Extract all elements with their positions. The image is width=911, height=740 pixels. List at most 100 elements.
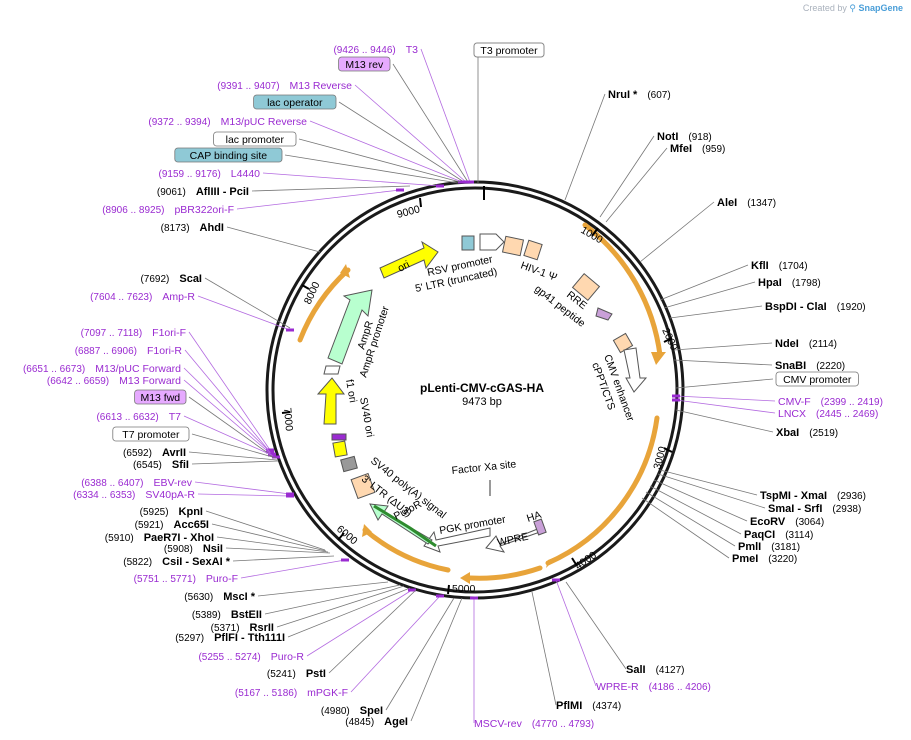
pflmi-label: PflMI(4374) bbox=[556, 700, 621, 712]
smai-srfi-text: SmaI - SrfI(2938) bbox=[768, 503, 861, 515]
pmei-text: PmeI(3220) bbox=[732, 553, 797, 565]
mfei-label: MfeI(959) bbox=[670, 143, 725, 155]
credit-brand: SnapGene bbox=[858, 3, 903, 13]
wpre-r-position: (4186 .. 4206) bbox=[649, 682, 711, 693]
feat-f1-ori: f1 ori bbox=[343, 378, 359, 403]
t3-label: (9426 .. 9446)T3 bbox=[333, 44, 418, 56]
ndei-label: NdeI(2114) bbox=[775, 338, 837, 350]
rsv-promoter-strip bbox=[461, 235, 475, 251]
pmei-label: PmeI(3220) bbox=[732, 553, 797, 565]
cap-binding-site-label: CAP binding site bbox=[174, 147, 283, 163]
xbai-text: XbaI(2519) bbox=[776, 427, 838, 439]
mpgk-f-primer-mark bbox=[436, 594, 444, 598]
outer-labels: NruI *(607)NotI(918)MfeI(959)AleI(1347)K… bbox=[23, 44, 883, 730]
m13-reverse-position: (9391 .. 9407) bbox=[217, 81, 279, 92]
tick-7000: 7000 bbox=[281, 407, 295, 431]
bsteii-position: (5389) bbox=[192, 610, 221, 621]
wpre-arrow bbox=[485, 527, 541, 553]
nsii-leader bbox=[225, 547, 331, 554]
pmli-label: PmlI (3181) bbox=[738, 541, 800, 553]
tick-1000: 1000 bbox=[579, 224, 605, 246]
noti-label: NotI(918) bbox=[657, 131, 712, 143]
alei-name: AleI bbox=[717, 197, 737, 209]
csii-sexai-label: (5822)CsiI - SexAI * bbox=[123, 556, 230, 568]
l4440-name: L4440 bbox=[231, 168, 260, 180]
nrui-position: (607) bbox=[647, 90, 670, 101]
t3-leader bbox=[420, 48, 471, 183]
ahdi-name: AhdI bbox=[200, 222, 224, 234]
wpre-r-leader bbox=[555, 579, 597, 687]
sfii-label: (6545)SfiI bbox=[133, 459, 189, 471]
orange-arcs bbox=[297, 222, 663, 581]
mpgk-f-name: mPGK-F bbox=[307, 687, 348, 699]
agei-position: (4845) bbox=[345, 717, 374, 728]
arc-8000-9000 bbox=[297, 267, 351, 343]
m13-fwd-leader bbox=[188, 396, 273, 457]
sv40pa-r-position: (6334 .. 6353) bbox=[73, 490, 135, 501]
tick-5000: 5000 bbox=[452, 583, 476, 595]
t7-leader bbox=[183, 415, 277, 458]
mfei-text: MfeI(959) bbox=[670, 143, 725, 155]
spei-text: (4980)SpeI bbox=[321, 705, 383, 717]
sv40-ori-box bbox=[332, 440, 348, 458]
bsteii-text: (5389)BstEII bbox=[192, 609, 262, 621]
sfii-leader bbox=[191, 460, 279, 465]
arc-1000-2000 bbox=[582, 222, 663, 358]
pmei-leader bbox=[641, 497, 730, 559]
smai-srfi-leader bbox=[657, 473, 766, 509]
backbone-inner-ring bbox=[271, 186, 679, 594]
psti-leader bbox=[328, 589, 417, 674]
scai-text: (7692)ScaI bbox=[140, 273, 202, 285]
m13-reverse-label: (9391 .. 9407)M13 Reverse bbox=[217, 80, 352, 92]
ampr-promoter-arrow bbox=[323, 365, 341, 375]
ltr-5-box bbox=[501, 235, 525, 257]
nrui-text: NruI * (607) bbox=[608, 89, 671, 101]
paer7i-xhoi-position: (5910) bbox=[105, 533, 134, 544]
nrui-name: NruI * bbox=[608, 89, 638, 101]
lac-promoter-box bbox=[213, 131, 297, 147]
paqci-name: PaqCI bbox=[744, 529, 775, 541]
avrii-label: (6592)AvrII bbox=[123, 447, 186, 459]
pflmi-text: PflMI(4374) bbox=[556, 700, 621, 712]
noti-text: NotI(918) bbox=[657, 131, 712, 143]
tick-marks bbox=[281, 186, 673, 595]
pmli-position: (3181) bbox=[771, 542, 800, 553]
acc65i-position: (5921) bbox=[135, 520, 164, 531]
pbr322ori-f-text: (8906 .. 8925)pBR322ori-F bbox=[102, 204, 234, 216]
snabi-position: (2220) bbox=[816, 361, 845, 372]
kfli-label: KflI(1704) bbox=[751, 260, 808, 272]
pflfi-tth111i-position: (5297) bbox=[175, 633, 204, 644]
scai-leader bbox=[204, 277, 291, 329]
t3-promoter-box: T3 promoter bbox=[473, 42, 545, 184]
xbai-label: XbaI(2519) bbox=[776, 427, 838, 439]
t7-label: (6613 .. 6632)T7 bbox=[96, 411, 181, 423]
plasmid-length: 9473 bp bbox=[462, 396, 502, 408]
pbr322ori-f-name: pBR322ori-F bbox=[174, 204, 234, 216]
kpni-position: (5925) bbox=[140, 507, 169, 518]
hpai-text: HpaI(1798) bbox=[758, 277, 821, 289]
sali-name: SalI bbox=[626, 664, 646, 676]
nrui-leader bbox=[564, 93, 606, 201]
lncx-name: LNCX bbox=[778, 408, 806, 420]
puror-green-line bbox=[373, 504, 437, 548]
m13-rev-label: M13 rev bbox=[338, 56, 391, 72]
paer7i-xhoi-label: (5910)PaeR7I - XhoI bbox=[105, 532, 214, 544]
pflfi-tth111i-leader bbox=[287, 587, 411, 638]
puro-f-primer-mark bbox=[341, 558, 349, 562]
feat-factor-xa: Factor Xa site bbox=[451, 458, 517, 477]
msci-position: (5630) bbox=[184, 592, 213, 603]
pmli-name: PmlI bbox=[738, 541, 761, 553]
tspmi-xmai-leader bbox=[659, 469, 758, 496]
noti-leader bbox=[599, 135, 655, 218]
l4440-primer-mark bbox=[436, 184, 444, 188]
cmv-f-leader bbox=[675, 395, 776, 402]
sv40pa-r-name: SV40pA-R bbox=[145, 489, 195, 501]
mscv-rev-text: MSCV-rev(4770 .. 4793) bbox=[474, 718, 594, 730]
amp-r-label: (7604 .. 7623)Amp-R bbox=[90, 291, 195, 303]
agei-text: (4845)AgeI bbox=[345, 716, 408, 728]
pmei-name: PmeI bbox=[732, 553, 758, 565]
kfli-text: KflI(1704) bbox=[751, 260, 808, 272]
ha-box bbox=[533, 518, 547, 536]
